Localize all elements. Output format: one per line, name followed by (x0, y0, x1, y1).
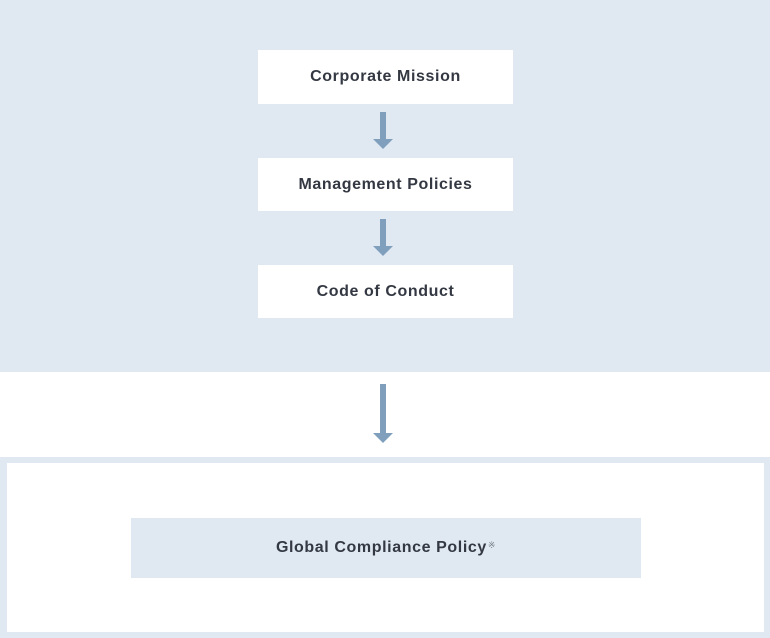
global-compliance-policy-box: Global Compliance Policy ※ (131, 518, 641, 578)
management-policies-box: Management Policies (258, 158, 513, 211)
code-of-conduct-box: Code of Conduct (258, 265, 513, 318)
down-arrow-icon (373, 219, 393, 256)
corporate-mission-box: Corporate Mission (258, 50, 513, 104)
management-policies-label: Management Policies (298, 175, 473, 193)
global-compliance-policy-label: Global Compliance Policy (275, 539, 487, 556)
upper-framework-panel: Corporate Mission Management Policies Co… (0, 0, 770, 372)
global-policy-frame: Global Compliance Policy ※ (0, 457, 770, 638)
global-policy-inner-panel: Global Compliance Policy ※ (7, 463, 764, 632)
corporate-mission-label: Corporate Mission (310, 68, 461, 85)
code-of-conduct-label: Code of Conduct (316, 282, 455, 300)
footnote-mark: ※ (487, 540, 497, 550)
down-arrow-icon (373, 112, 393, 149)
down-arrow-icon (373, 384, 393, 443)
